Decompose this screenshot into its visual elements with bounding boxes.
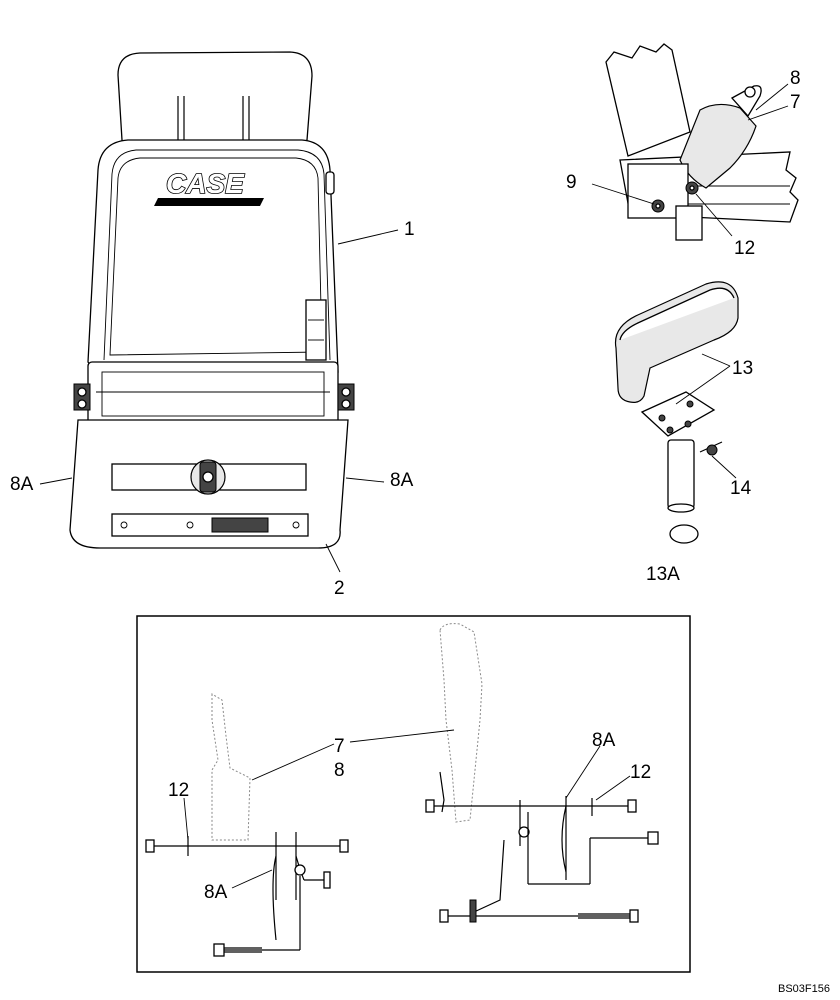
armrest-post <box>667 439 695 509</box>
armrest-plate <box>640 391 716 437</box>
callout-1: 1 <box>404 219 415 240</box>
inset-callout-7: 7 <box>334 736 345 757</box>
callout-8: 8 <box>790 68 801 89</box>
armrest-pin <box>699 441 723 456</box>
armrest-detail <box>614 281 739 544</box>
inset-callout-8: 8 <box>334 760 345 781</box>
inset-callout-12-right: 12 <box>630 762 651 783</box>
inset-callout-8a-left: 8A <box>204 882 228 903</box>
adjustment-knob <box>190 459 226 495</box>
seat-belt-detail <box>605 43 799 241</box>
inset-leaders <box>183 729 631 889</box>
seat-assembly: CASE <box>69 51 355 549</box>
callout-8a-right: 8A <box>390 470 414 491</box>
inset-left-assembly <box>145 832 349 957</box>
callout-8a-left: 8A <box>10 474 34 495</box>
backrest <box>87 139 339 373</box>
armrest-washer <box>669 524 699 544</box>
case-logo-text: CASE <box>166 168 245 199</box>
inset-border <box>136 615 691 973</box>
armrest-leaders <box>675 353 737 479</box>
inset-callout-8a-right: 8A <box>592 730 616 751</box>
belt-leaders <box>591 83 789 237</box>
belt-buckle <box>679 103 757 189</box>
callout-7: 7 <box>790 92 801 113</box>
headrest <box>117 51 313 147</box>
armrest-pad <box>614 281 739 403</box>
inset-callout-12-left: 12 <box>168 780 189 801</box>
callout-13a: 13A <box>646 564 680 585</box>
callout-13: 13 <box>732 358 753 379</box>
main-leaders <box>39 229 399 573</box>
reference-code: BS03F156 <box>778 983 830 995</box>
callout-14: 14 <box>730 478 752 499</box>
inset-panel: 7 8 12 8A 8A 12 <box>136 615 691 973</box>
case-logo: CASE <box>154 167 264 206</box>
callout-2: 2 <box>334 578 345 599</box>
seat-cushion-frame <box>87 361 339 425</box>
inset-right-assembly <box>425 771 659 923</box>
callout-9: 9 <box>566 172 577 193</box>
callout-12: 12 <box>734 238 755 259</box>
